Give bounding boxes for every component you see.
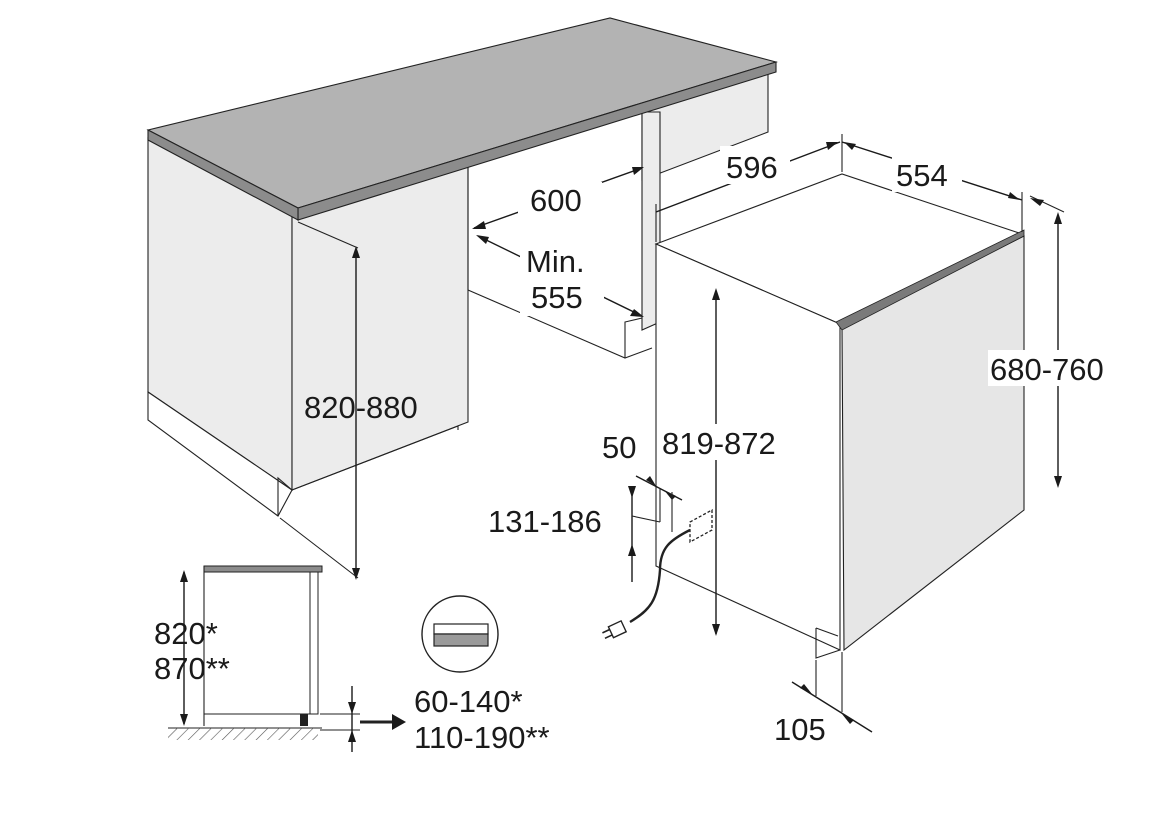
dimension-arrow-icon bbox=[352, 568, 360, 580]
dishwasher-appliance bbox=[654, 173, 1025, 659]
countertop-left-edge bbox=[147, 129, 299, 221]
label-connection-height: 131-186 bbox=[488, 504, 602, 539]
power-connection bbox=[602, 508, 713, 640]
label-niche-depth: 555 bbox=[531, 280, 583, 315]
label-door-depth: 105 bbox=[774, 712, 826, 747]
connection-box bbox=[689, 508, 713, 544]
power-plug-icon bbox=[602, 619, 628, 640]
label-appliance-depth: 554 bbox=[896, 158, 948, 193]
dishwasher-door-edge bbox=[835, 229, 1025, 331]
side-profile bbox=[168, 565, 406, 752]
label-niche-height: 820-880 bbox=[304, 390, 418, 425]
label-niche-width: 600 bbox=[530, 183, 582, 218]
floor-hatch-icon bbox=[168, 728, 318, 740]
label-door-height: 680-760 bbox=[990, 352, 1104, 387]
label-side-height-2: 870** bbox=[154, 651, 230, 686]
label-plinth-2: 110-190** bbox=[414, 720, 550, 755]
kitchen-cabinet bbox=[146, 17, 779, 517]
label-side-height-1: 820* bbox=[154, 616, 218, 651]
plinth-panel-icon bbox=[421, 595, 499, 673]
label-connection-offset: 50 bbox=[602, 430, 636, 465]
label-appliance-height: 819-872 bbox=[662, 426, 776, 461]
profile-countertop bbox=[203, 565, 323, 573]
label-niche-depth-min: Min. bbox=[526, 244, 585, 279]
dimension-arrow-icon bbox=[352, 246, 360, 258]
label-plinth-1: 60-140* bbox=[414, 684, 523, 719]
dimension-labels: 600 Min. 555 820-880 596 554 680-760 819… bbox=[154, 146, 1126, 755]
label-appliance-width: 596 bbox=[726, 150, 778, 185]
